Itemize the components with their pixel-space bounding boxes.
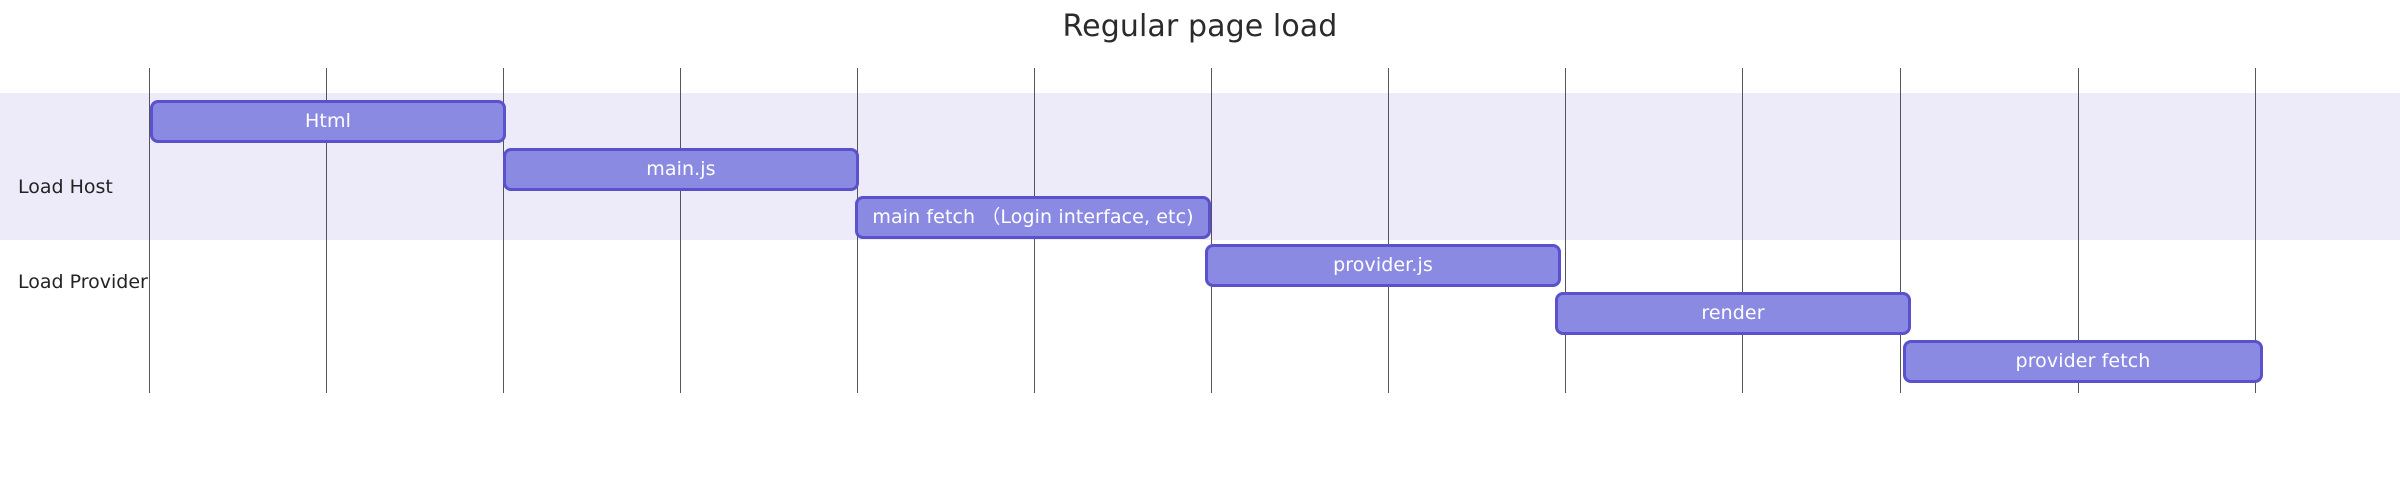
task-bar-label: main fetch （Login interface, etc) (872, 206, 1194, 228)
task-bar[interactable]: provider.js (1205, 244, 1561, 287)
task-bar[interactable]: main fetch （Login interface, etc) (855, 196, 1211, 239)
task-bar-label: provider.js (1333, 254, 1433, 276)
task-bar-label: render (1701, 302, 1765, 324)
task-bar-label: provider fetch (2015, 350, 2151, 372)
section-label-load-provider: Load Provider (18, 271, 148, 293)
task-bar[interactable]: main.js (503, 148, 859, 191)
section-label-load-host: Load Host (18, 176, 113, 198)
page-title: Regular page load (1062, 9, 1338, 44)
task-bar[interactable]: provider fetch (1903, 340, 2263, 383)
task-bar[interactable]: Html (150, 100, 506, 143)
task-bar-label: Html (305, 110, 351, 132)
task-bar[interactable]: render (1555, 292, 1911, 335)
task-bar-label: main.js (646, 158, 716, 180)
